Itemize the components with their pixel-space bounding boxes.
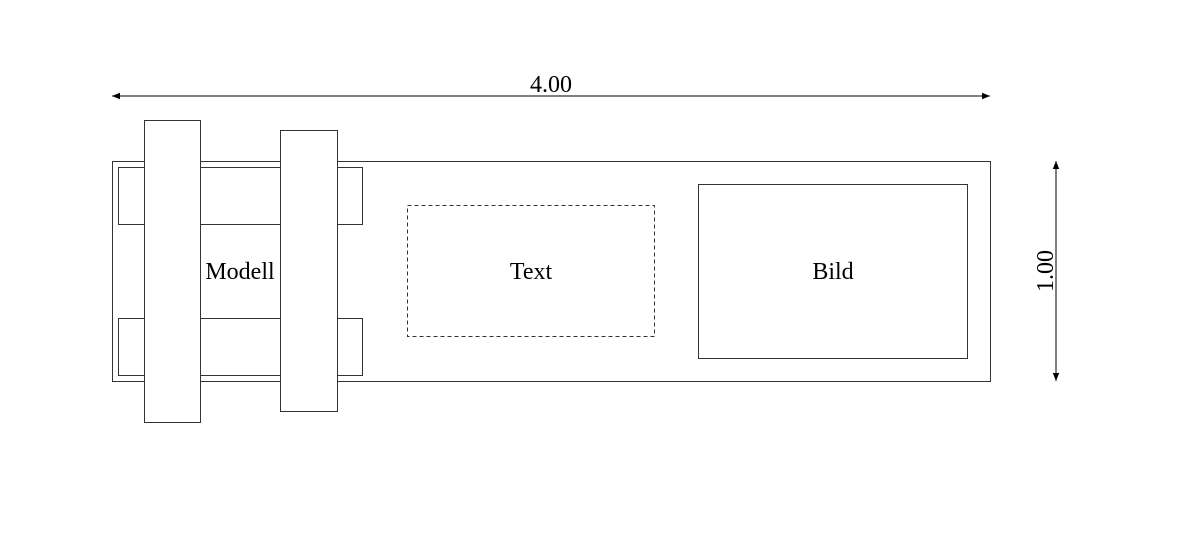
text-block-label: Text	[510, 259, 553, 285]
image-block	[698, 184, 968, 359]
width-dimension-label: 4.00	[530, 72, 572, 98]
model-post-left	[144, 120, 201, 423]
model-bottom-rail	[118, 318, 363, 376]
image-block-label: Bild	[812, 259, 853, 285]
outer-frame	[112, 161, 991, 382]
height-dimension-label: 1.00	[1033, 250, 1059, 292]
model-top-rail	[118, 167, 363, 225]
model-label: Modell	[205, 259, 275, 285]
model-post-right	[280, 130, 338, 412]
